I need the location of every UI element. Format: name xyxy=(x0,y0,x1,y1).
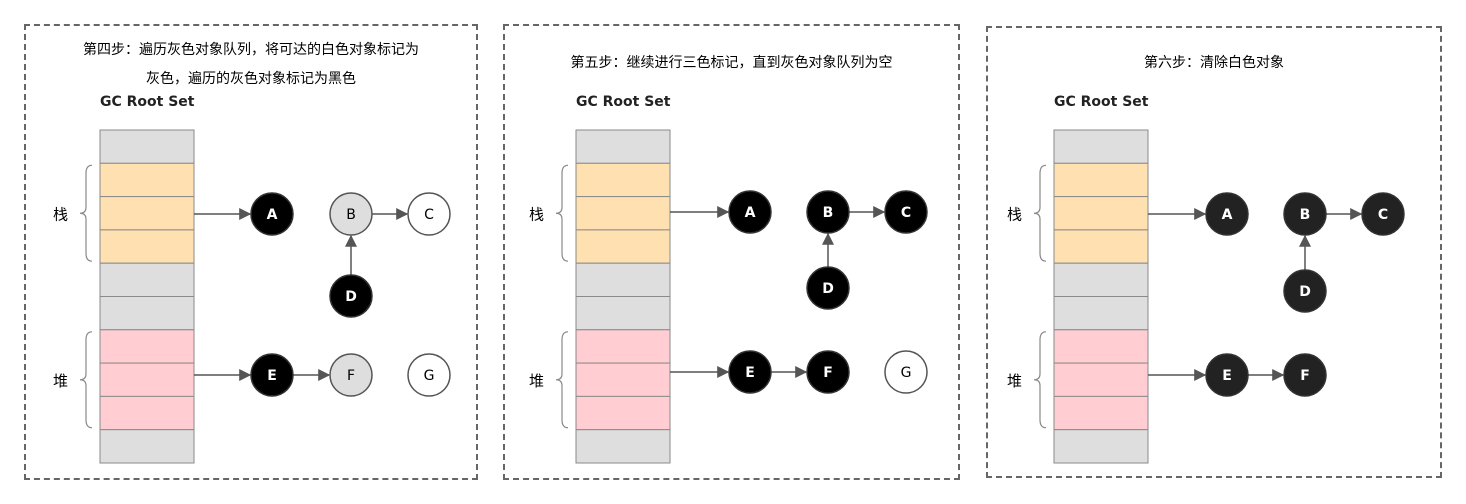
heap-brace xyxy=(79,331,93,429)
memory-cell-stack xyxy=(1053,196,1149,231)
memory-cell-stack xyxy=(99,162,195,198)
memory-cell-stack xyxy=(575,229,671,264)
memory-cell-heap xyxy=(99,329,195,364)
node-label-g: G xyxy=(901,365,912,381)
panel-step-6 xyxy=(986,26,1442,478)
node-label-b: B xyxy=(1300,207,1311,223)
memory-cell-empty xyxy=(99,262,195,298)
node-label-e: E xyxy=(1222,368,1232,384)
node-g xyxy=(884,350,928,394)
node-f xyxy=(1283,353,1327,397)
title-line-2: 灰色，遍历的灰色对象标记为黑色 xyxy=(146,71,356,87)
memory-cell-empty xyxy=(575,129,671,164)
stack-label: 栈 xyxy=(529,205,544,223)
gc-root-label: GC Root Set xyxy=(100,94,195,110)
stack-label: 栈 xyxy=(1007,205,1022,223)
stack-brace xyxy=(79,164,93,262)
panel-step-4 xyxy=(24,24,478,480)
memory-cell-empty xyxy=(1053,262,1149,298)
node-e xyxy=(1205,353,1249,397)
memory-cell-heap xyxy=(1053,329,1149,364)
memory-cell-empty xyxy=(575,296,671,331)
node-a xyxy=(250,192,294,236)
node-label-c: C xyxy=(1378,207,1388,223)
memory-cell-empty xyxy=(99,129,195,164)
panel-step-5 xyxy=(503,24,960,480)
node-label-c: C xyxy=(901,205,911,221)
memory-cell-stack xyxy=(99,229,195,264)
node-label-g: G xyxy=(424,368,435,384)
node-label-b: B xyxy=(346,207,356,223)
heap-brace xyxy=(555,331,569,429)
memory-cell-empty xyxy=(1053,129,1149,164)
node-label-f: F xyxy=(347,368,355,384)
heap-label: 堆 xyxy=(53,372,68,390)
node-f xyxy=(806,350,850,394)
memory-cell-stack xyxy=(1053,229,1149,264)
node-label-e: E xyxy=(745,365,755,381)
memory-cell-empty xyxy=(99,296,195,331)
node-label-d: D xyxy=(822,281,834,297)
memory-cell-heap xyxy=(1053,395,1149,431)
stack-brace xyxy=(555,164,569,262)
node-c xyxy=(884,190,928,234)
node-b xyxy=(1283,192,1327,236)
panel-title: 第五步：继续进行三色标记，直到灰色对象队列为空 xyxy=(570,55,893,71)
title-line-1: 第四步：遍历灰色对象队列，将可达的白色对象标记为 xyxy=(83,42,419,58)
node-label-a: A xyxy=(745,205,756,221)
memory-cell-heap xyxy=(99,395,195,431)
stack-label: 栈 xyxy=(53,205,68,223)
node-d xyxy=(1283,269,1327,313)
gc-root-label: GC Root Set xyxy=(1054,94,1149,110)
heap-label: 堆 xyxy=(1007,372,1022,390)
memory-cell-empty xyxy=(575,429,671,464)
node-e xyxy=(250,353,294,397)
node-a xyxy=(1205,192,1249,236)
node-c xyxy=(1361,192,1405,236)
memory-cell-empty xyxy=(575,262,671,298)
node-label-f: F xyxy=(823,365,833,381)
node-a xyxy=(728,190,772,234)
node-label-e: E xyxy=(267,368,277,384)
memory-cell-stack xyxy=(99,196,195,231)
memory-cell-stack xyxy=(1053,162,1149,198)
node-d xyxy=(806,266,850,310)
gc-root-label: GC Root Set xyxy=(576,94,671,110)
node-b xyxy=(806,190,850,234)
stack-brace xyxy=(1033,164,1047,262)
node-c xyxy=(407,192,451,236)
node-label-a: A xyxy=(267,207,278,223)
node-d xyxy=(329,274,373,318)
memory-cell-empty xyxy=(1053,429,1149,464)
memory-cell-stack xyxy=(575,162,671,198)
memory-cell-empty xyxy=(1053,296,1149,331)
node-label-b: B xyxy=(823,205,834,221)
node-label-d: D xyxy=(345,289,357,305)
memory-cell-stack xyxy=(575,196,671,231)
node-b xyxy=(329,192,373,236)
heap-brace xyxy=(1033,331,1047,429)
node-label-c: C xyxy=(424,207,434,223)
memory-cell-heap xyxy=(99,362,195,397)
heap-label: 堆 xyxy=(529,372,544,390)
node-label-f: F xyxy=(1300,368,1310,384)
memory-cell-heap xyxy=(575,395,671,431)
node-label-a: A xyxy=(1222,207,1233,223)
memory-cell-heap xyxy=(575,362,671,397)
panel-title: 第四步：遍历灰色对象队列，将可达的白色对象标记为 灰色，遍历的灰色对象标记为黑色 xyxy=(24,36,478,94)
node-label-d: D xyxy=(1299,284,1311,300)
memory-cell-heap xyxy=(1053,362,1149,397)
memory-cell-empty xyxy=(99,429,195,464)
memory-cell-heap xyxy=(575,329,671,364)
node-g xyxy=(407,353,451,397)
node-f xyxy=(329,353,373,397)
panel-title: 第六步：清除白色对象 xyxy=(1144,55,1284,71)
node-e xyxy=(728,350,772,394)
